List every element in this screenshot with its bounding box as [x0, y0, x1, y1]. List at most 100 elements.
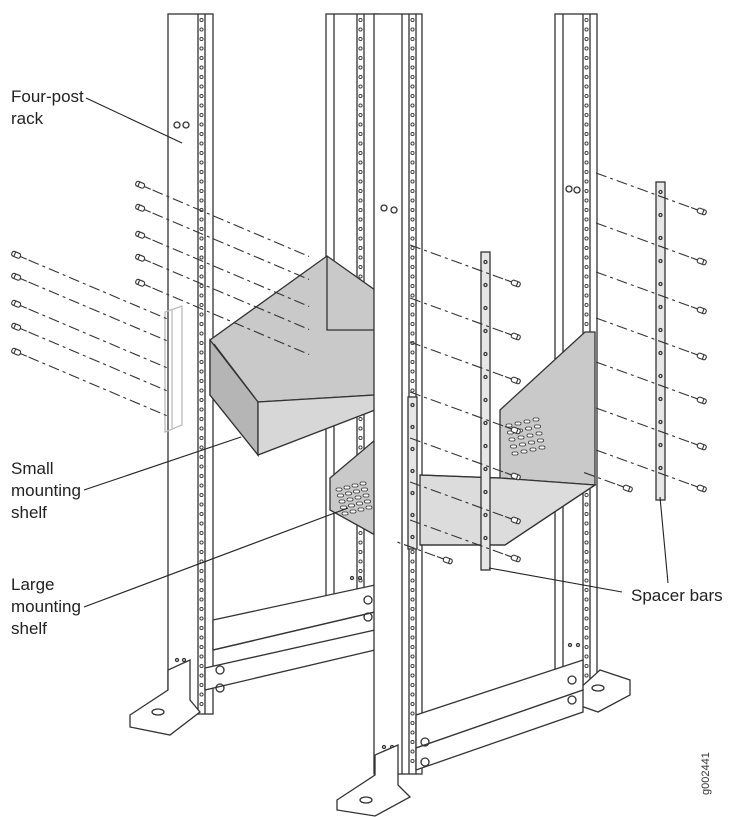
post-hole: [199, 302, 204, 308]
vent-slot: [519, 442, 526, 447]
post-hole: [199, 464, 204, 469]
spacer-bar-center: [480, 251, 491, 571]
screw: [408, 519, 521, 563]
post-hole: [410, 236, 415, 241]
post-hole: [410, 711, 415, 716]
post-hole: [199, 160, 204, 165]
post-hole: [410, 321, 415, 327]
post-hole: [199, 74, 204, 80]
spacer-hole: [410, 468, 415, 474]
post-hole: [199, 283, 204, 289]
vent-slot: [356, 501, 363, 506]
guide-line: [408, 391, 504, 427]
post-hole: [410, 673, 415, 678]
post-hole: [410, 255, 415, 260]
vent-slot: [338, 499, 346, 504]
post-hole: [584, 122, 589, 127]
post-hole: [199, 93, 204, 99]
post-hole: [358, 188, 363, 194]
spacer-hole: [483, 535, 488, 541]
guide-line: [152, 239, 310, 307]
post-hole: [199, 644, 204, 650]
post-hole: [199, 426, 204, 431]
post-hole: [584, 587, 589, 593]
post-hole: [199, 635, 204, 640]
spacer-hole: [483, 305, 488, 311]
post-hole: [199, 321, 204, 327]
post-hole: [584, 293, 589, 298]
post-hole: [410, 160, 415, 165]
post-hole: [358, 198, 363, 203]
post-hole: [199, 625, 204, 631]
spacer-hole: [658, 396, 663, 402]
post-hole: [584, 502, 589, 507]
spacer-hole: [658, 442, 663, 448]
large-mounting-shelf: [419, 331, 597, 546]
post-hole: [199, 587, 204, 593]
post-hole: [199, 226, 204, 232]
post-hole: [410, 131, 415, 137]
spacer-hole: [410, 534, 415, 540]
post-hole: [584, 530, 589, 536]
vent-slot: [359, 481, 367, 486]
post-hole: [410, 36, 415, 42]
post-hole: [358, 426, 363, 431]
guide-line: [152, 189, 310, 257]
post-hole: [410, 150, 415, 156]
label-small-mounting-shelf: Small mounting shelf: [11, 459, 81, 522]
post-hole: [584, 321, 589, 327]
back-left-foot: [129, 658, 201, 736]
post-hole: [199, 521, 204, 526]
post-hole: [358, 530, 363, 536]
post-hole: [584, 17, 589, 23]
vent-slot: [517, 435, 525, 440]
post-hole: [410, 625, 415, 631]
post-hole: [199, 236, 204, 241]
post-hole: [410, 65, 415, 70]
spacer-hole: [658, 373, 663, 379]
post-hole: [358, 74, 363, 80]
post-hole: [410, 93, 415, 99]
post-hole: [199, 217, 204, 222]
vent-slot: [345, 491, 352, 496]
post-hole: [584, 606, 589, 612]
post-hole: [584, 103, 589, 108]
post-hole: [584, 36, 589, 42]
spacer-hole: [658, 304, 663, 310]
guide-line: [408, 297, 504, 333]
post-hole: [584, 663, 589, 669]
vent-slot: [505, 423, 513, 428]
post-hole: [358, 169, 363, 175]
back-left-post: [167, 13, 214, 715]
post-hole: [199, 682, 204, 688]
post-hole: [410, 388, 415, 393]
post-hole: [584, 141, 589, 146]
guide-line: [28, 356, 167, 417]
post-hole: [199, 331, 204, 336]
label-large-mounting-shelf: Large mounting shelf: [11, 575, 81, 638]
post-hole: [199, 17, 204, 23]
post-hole: [358, 236, 363, 241]
post-hole: [410, 312, 415, 317]
post-hole: [199, 84, 204, 89]
guide-line: [408, 519, 504, 555]
post-hole: [584, 274, 589, 279]
post-hole: [199, 416, 204, 422]
post-hole: [584, 540, 589, 545]
post-hole: [199, 312, 204, 317]
post-hole: [584, 226, 589, 232]
screw: [135, 278, 310, 355]
post-hole: [410, 378, 415, 384]
post-hole: [199, 654, 204, 659]
screw: [408, 437, 521, 481]
post-hole: [410, 559, 415, 564]
post-hole: [199, 578, 204, 583]
post-hole: [584, 65, 589, 70]
post-hole: [358, 17, 363, 23]
post-hole: [199, 27, 204, 32]
guide-line: [28, 331, 167, 392]
post-hole: [199, 141, 204, 146]
post-hole: [199, 131, 204, 137]
screw: [408, 481, 521, 525]
post-hole: [584, 302, 589, 308]
